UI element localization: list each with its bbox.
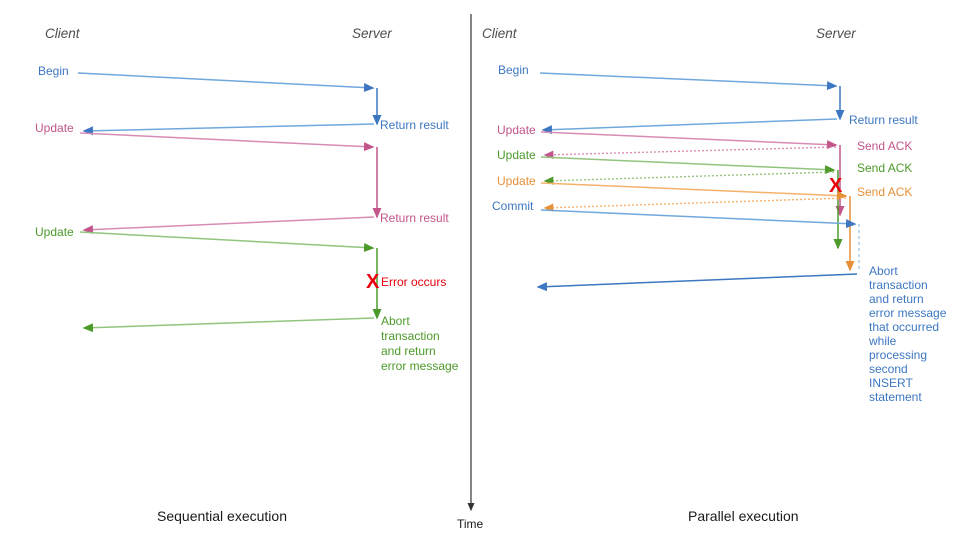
label-return-2: Return result: [380, 211, 449, 225]
arrow-update-3: [540, 182, 848, 201]
label-ack-2: Send ACK: [857, 161, 912, 175]
arrow-begin: [539, 72, 838, 91]
parallel-message-ack-2: Send ACK: [543, 161, 912, 185]
parallel-message-commit: Commit: [492, 199, 857, 229]
sequential-message-return-1: Return result: [82, 118, 449, 136]
parallel-error-marker: X: [829, 175, 843, 197]
label-return-1: Return result: [849, 113, 918, 127]
label-begin: Begin: [498, 63, 529, 77]
abort-line-4: that occurred: [869, 320, 939, 334]
arrow-commit: [540, 209, 857, 229]
label-update-3: Update: [497, 174, 536, 188]
parallel-message-update-1: Update: [497, 123, 838, 150]
time-axis: Time: [457, 14, 484, 531]
abort-line-5: while: [868, 334, 897, 348]
abort-line-2: and return: [869, 292, 924, 306]
label-update-1: Update: [35, 121, 74, 135]
sequential-server-title: Server: [352, 26, 392, 41]
sequential-message-return-2: Return result: [82, 211, 449, 235]
panel-parallel: Client Server Begin Return result Update: [482, 26, 947, 524]
arrow-ack-1: [543, 146, 837, 159]
label-begin: Begin: [38, 64, 69, 78]
error-x-icon: X: [366, 271, 380, 293]
abort-line-1: transaction: [381, 329, 440, 343]
sequential-message-update-2: Update: [35, 225, 375, 253]
sequential-error-marker: X Error occurs: [366, 271, 446, 293]
abort-line-2: and return: [381, 344, 436, 358]
parallel-message-return-1: Return result: [541, 113, 918, 135]
label-update-2: Update: [35, 225, 74, 239]
arrow-return-1: [82, 123, 375, 136]
label-return-1: Return result: [380, 118, 449, 132]
label-ack-1: Send ACK: [857, 139, 912, 153]
parallel-abort-block: Abort transaction and return error messa…: [868, 264, 947, 404]
label-ack-3: Send ACK: [857, 185, 912, 199]
sequential-abort-block: Abort transaction and return error messa…: [381, 314, 459, 373]
parallel-message-ack-1: Send ACK: [543, 139, 912, 159]
abort-line-0: Abort: [869, 264, 898, 278]
abort-line-3: error message: [381, 359, 459, 373]
parallel-caption: Parallel execution: [688, 508, 799, 524]
arrow-update-2: [540, 156, 836, 175]
sequential-caption: Sequential execution: [157, 508, 287, 524]
error-occurs-label: Error occurs: [381, 275, 446, 289]
abort-line-3: error message: [869, 306, 947, 320]
label-update-1: Update: [497, 123, 536, 137]
arrow-return-2: [82, 216, 375, 235]
arrow-return-1: [541, 118, 838, 135]
error-x-icon: X: [829, 175, 843, 197]
parallel-message-begin: Begin: [498, 63, 838, 91]
time-axis-label: Time: [457, 517, 484, 531]
abort-line-9: statement: [869, 390, 922, 404]
arrow-update-1: [79, 132, 375, 152]
parallel-message-update-2: Update: [497, 148, 836, 175]
abort-line-0: Abort: [381, 314, 410, 328]
parallel-arrow-abort: [536, 273, 858, 292]
label-commit: Commit: [492, 199, 534, 213]
abort-line-6: processing: [869, 348, 927, 362]
label-update-2: Update: [497, 148, 536, 162]
sequential-arrow-abort: [82, 317, 375, 333]
abort-line-1: transaction: [869, 278, 928, 292]
parallel-message-update-3: Update: [497, 174, 848, 201]
arrow-ack-3: [543, 197, 847, 212]
sequential-message-update-1: Update: [35, 121, 375, 152]
sequential-client-title: Client: [45, 26, 81, 41]
parallel-message-ack-3: Send ACK: [543, 185, 912, 212]
arrow-update-1: [540, 131, 838, 150]
arrow-ack-2: [543, 171, 835, 185]
parallel-server-title: Server: [816, 26, 856, 41]
abort-line-7: second: [869, 362, 908, 376]
parallel-client-title: Client: [482, 26, 518, 41]
abort-line-8: INSERT: [869, 376, 913, 390]
arrow-begin: [77, 72, 375, 93]
sequential-message-begin: Begin: [38, 64, 375, 93]
arrow-update-2: [79, 231, 375, 253]
panel-sequential: Client Server Begin Return result Update: [35, 26, 459, 524]
